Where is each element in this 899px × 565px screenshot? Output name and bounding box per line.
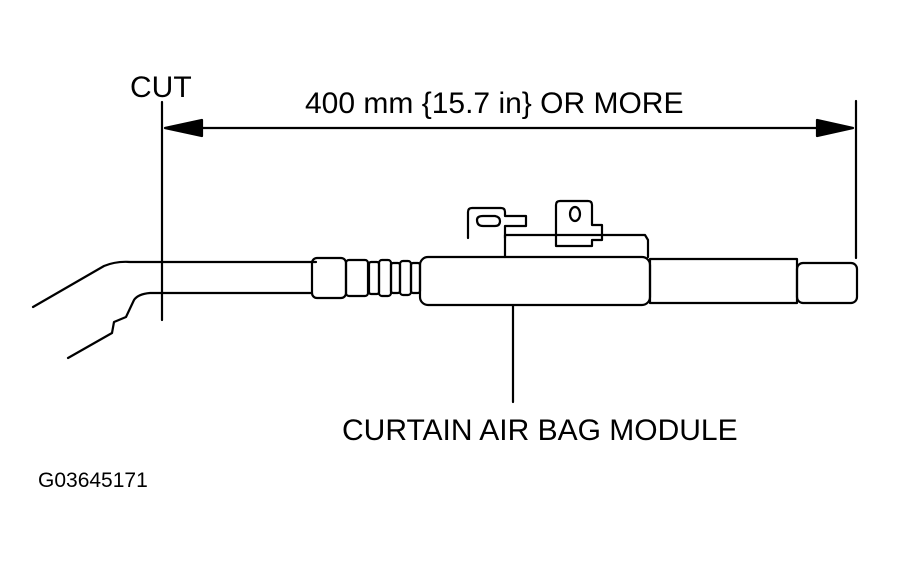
dimension-label: 400 mm {15.7 in} OR MORE bbox=[305, 87, 684, 120]
figure-id: G03645171 bbox=[38, 469, 148, 492]
mounting-bracket-left bbox=[466, 206, 528, 240]
mounting-bracket-right bbox=[503, 199, 650, 259]
module-label: CURTAIN AIR BAG MODULE bbox=[342, 414, 738, 447]
tube-connector bbox=[310, 256, 422, 300]
airbag-module-body bbox=[418, 255, 859, 307]
bent-tube bbox=[31, 260, 318, 360]
cut-label: CUT bbox=[130, 71, 192, 104]
dimension-arrow bbox=[163, 118, 855, 138]
